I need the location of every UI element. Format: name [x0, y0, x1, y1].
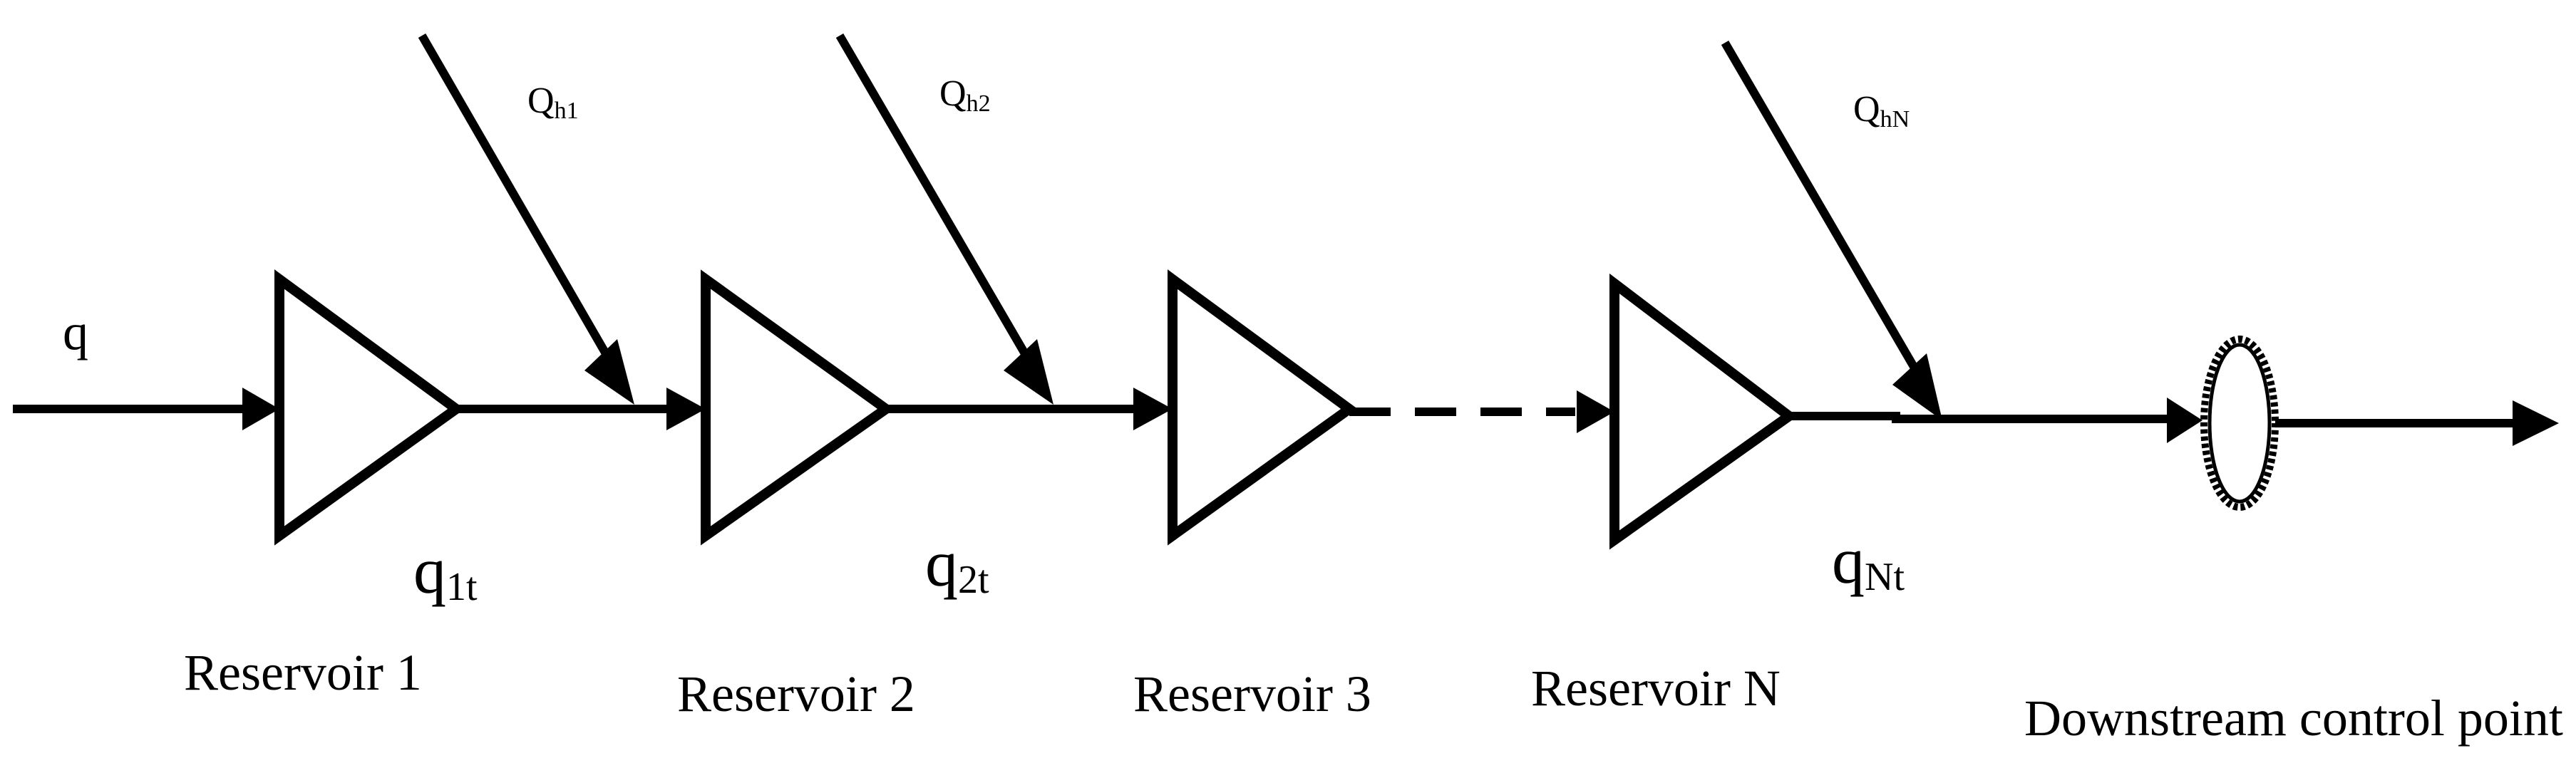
outflow-line-n: [1789, 412, 2174, 423]
lateral-inflow-label-1: Qh1: [527, 81, 579, 124]
outflow-arrowhead-1: [666, 388, 706, 430]
outflow-label-1: q1t: [413, 534, 478, 609]
final-outflow-arrowhead: [2513, 400, 2559, 446]
lateral-inflow-line-1: [418, 33, 612, 359]
dashed-continuation-arrowhead: [1577, 390, 1614, 433]
reservoir-2-label: Reservoir 2: [677, 665, 915, 722]
reservoir-2-triangle: [701, 269, 895, 546]
reservoir-1-label: Reservoir 1: [184, 644, 422, 701]
lateral-inflow-label-2: Qh2: [939, 73, 991, 117]
inflow-arrowhead: [242, 388, 279, 430]
lateral-inflow-line-n: [1721, 40, 1920, 373]
reservoir-3-triangle: [1168, 269, 1358, 546]
reservoir-n-label: Reservoir N: [1531, 660, 1781, 717]
downstream-control-point-ellipse: [2200, 336, 2279, 511]
lateral-inflow-arrowhead-2: [1004, 339, 1053, 405]
control-point-label: Downstream control point: [2024, 690, 2563, 747]
outflow-label-2: q2t: [925, 527, 989, 602]
lateral-inflow-label-n: QhN: [1853, 89, 1910, 133]
outflow-label-n: qNt: [1832, 524, 1905, 599]
inflow-label: q: [63, 303, 88, 360]
reservoir-1-triangle: [274, 269, 465, 546]
outflow-arrowhead-n: [2167, 398, 2203, 443]
lateral-inflow-arrowhead-1: [584, 339, 634, 405]
lateral-inflow-line-2: [835, 33, 1031, 359]
reservoir-3-label: Reservoir 3: [1133, 665, 1371, 722]
downstream-control-point-ring: [2207, 343, 2272, 504]
lateral-inflow-arrowhead-n: [1892, 353, 1942, 420]
reservoir-n-triangle: [1609, 273, 1798, 550]
outflow-arrowhead-2: [1133, 388, 1173, 430]
